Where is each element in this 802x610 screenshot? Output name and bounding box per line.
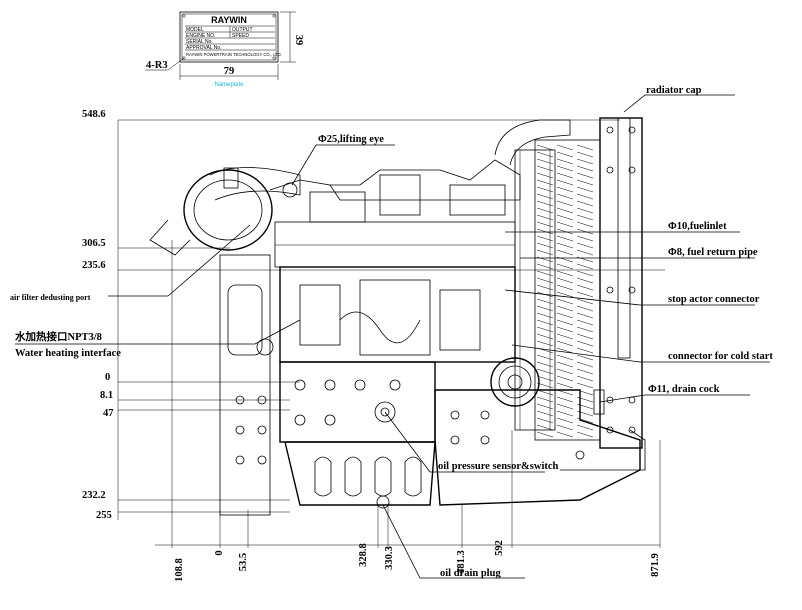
np-engine-no: ENGINE NO. bbox=[186, 33, 215, 39]
vdim-306-5: 306.5 bbox=[82, 238, 106, 249]
np-serial: SERIAL No. bbox=[186, 39, 213, 45]
vdim-8-1: 8.1 bbox=[100, 390, 113, 401]
vdim-232-2: 232.2 bbox=[82, 490, 106, 501]
hdim-53-5: 53.5 bbox=[238, 553, 249, 571]
label-oil-drain: oil drain plug bbox=[440, 568, 501, 579]
np-width-dim: 79 bbox=[224, 66, 235, 77]
hdim-592: 592 bbox=[494, 540, 505, 556]
hdim-871-9: 871.9 bbox=[650, 553, 661, 577]
callouts: radiator cap Φ25,lifting eye Φ10,fuelinl… bbox=[10, 85, 773, 579]
horizontal-dimensions: 108.8 0 53.5 328.8 330.3 481.3 592 871.9 bbox=[155, 240, 661, 582]
label-radiator-cap: radiator cap bbox=[646, 85, 702, 96]
nameplate-brand: RAYWIN bbox=[211, 15, 247, 25]
vdim-255: 255 bbox=[96, 510, 112, 521]
label-air-filter: air filter dedusting port bbox=[10, 293, 91, 302]
radiator-core bbox=[534, 139, 601, 441]
label-fuel-inlet: Φ10,fuelinlet bbox=[668, 221, 727, 232]
label-stop-actor: stop actor connector bbox=[668, 294, 760, 305]
np-footer: RAYWIN POWERTRAIN TECHNOLOGY CO., LTD. bbox=[186, 52, 282, 57]
np-output: OUTPUT bbox=[232, 27, 253, 33]
label-fuel-return: Φ8, fuel return pipe bbox=[668, 247, 758, 258]
label-water-cn: 水加热接口NPT3/8 bbox=[14, 330, 102, 343]
np-approval: APPROVAL No. bbox=[186, 45, 222, 51]
label-drain-cock: Φ11, drain cock bbox=[648, 384, 720, 395]
vdim-235-6: 235.6 bbox=[82, 260, 106, 271]
label-water-en: Water heating interface bbox=[15, 348, 121, 359]
label-oil-pressure: oil pressure sensor&switch bbox=[438, 461, 559, 472]
vdim-0: 0 bbox=[105, 372, 110, 383]
engine-body bbox=[149, 117, 646, 516]
hdim-330-3: 330.3 bbox=[384, 546, 395, 570]
np-hole-label: 4-R3 bbox=[146, 60, 168, 71]
vdim-548-6: 548.6 bbox=[82, 109, 106, 120]
hdim-108-8: 108.8 bbox=[174, 558, 185, 582]
np-caption: Nameplate bbox=[214, 82, 244, 88]
np-model: MODEL bbox=[186, 27, 204, 33]
hdim-481-3: 481.3 bbox=[456, 550, 467, 574]
np-height-dim: 39 bbox=[293, 35, 304, 46]
label-cold-start: connector for cold start bbox=[668, 351, 773, 362]
hdim-0: 0 bbox=[214, 550, 225, 555]
vdim-47: 47 bbox=[103, 408, 114, 419]
vertical-dimensions: 548.6 306.5 235.6 0 8.1 47 232.2 255 bbox=[82, 109, 665, 521]
nameplate: RAYWIN MODEL OUTPUT ENGINE NO. SPEED SER… bbox=[145, 11, 304, 88]
np-speed: SPEED bbox=[232, 33, 249, 39]
label-lifting-eye: Φ25,lifting eye bbox=[318, 134, 384, 145]
hdim-328-8: 328.8 bbox=[358, 543, 369, 567]
